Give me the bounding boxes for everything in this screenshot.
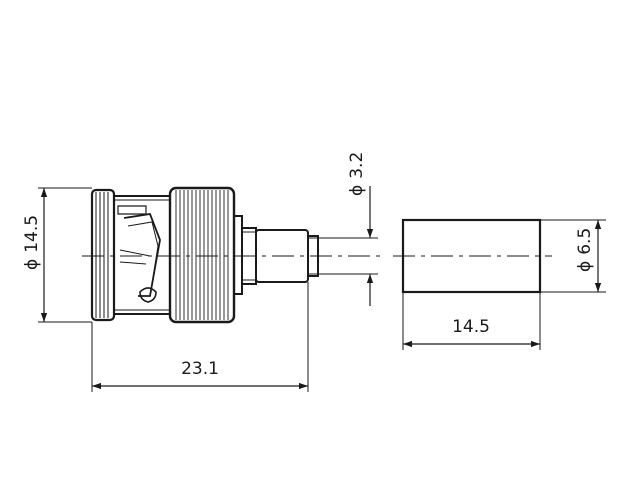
ferrule-diameter-label: ϕ6.5 [575, 228, 595, 272]
pin-diameter-label: ϕ3.2 [347, 152, 367, 196]
ferrule-length-label: 14.5 [452, 317, 490, 337]
crimp-ferrule [393, 218, 552, 294]
bnc-connector [82, 186, 380, 324]
bayonet-sleeve [114, 195, 171, 315]
overall-length-label: 23.1 [181, 359, 219, 379]
dimension-ferrule-length: 14.5 [402, 292, 541, 350]
dimension-overall-length: 23.1 [91, 282, 309, 392]
bayonet-flange [90, 188, 116, 322]
rear-step [233, 215, 243, 295]
coupling-nut [168, 186, 236, 324]
dimension-pin-diameter: ϕ3.2 [308, 152, 378, 306]
dimension-body-diameter: ϕ14.5 [22, 187, 92, 323]
body-diameter-label: ϕ14.5 [22, 215, 42, 270]
dimension-ferrule-diameter: ϕ6.5 [540, 219, 606, 293]
